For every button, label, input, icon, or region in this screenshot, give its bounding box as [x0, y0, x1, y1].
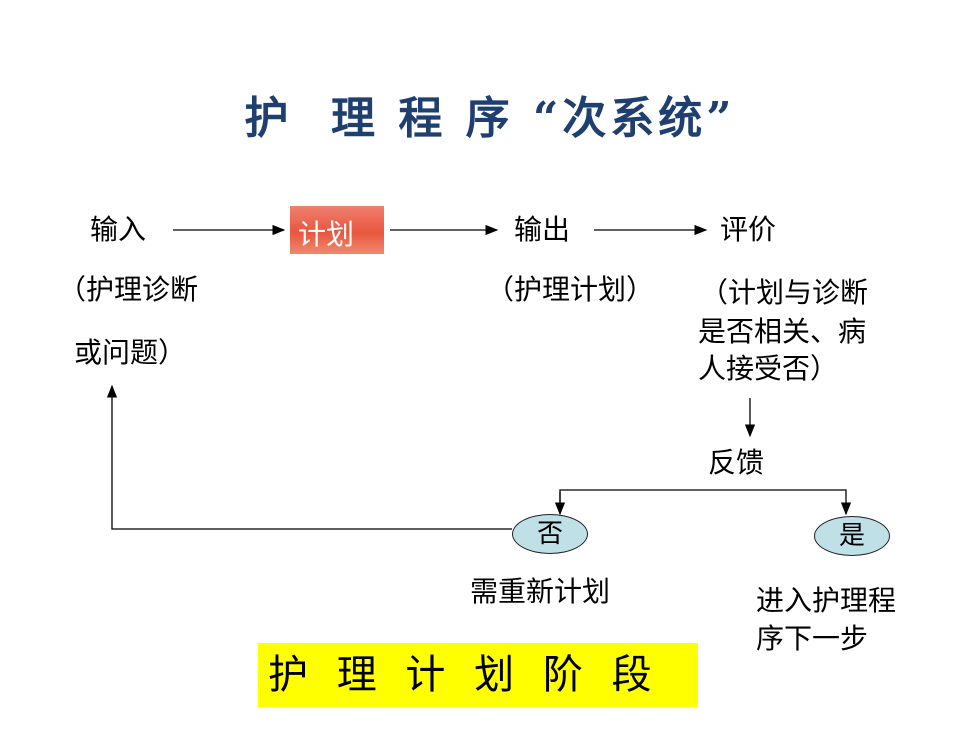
branch-no-desc: 需重新计划 — [470, 575, 611, 608]
feedback-split-line — [559, 489, 852, 516]
node-input: 输入 — [90, 213, 147, 246]
feedback-label: 反馈 — [708, 446, 765, 479]
note-input-line2: 或问题） — [74, 336, 187, 369]
node-plan-box — [290, 206, 384, 254]
branch-no-oval: 否 — [512, 514, 588, 554]
note-output: （护理计划） — [486, 273, 655, 306]
branch-yes-label: 是 — [838, 521, 865, 551]
note-input-line1: （护理诊断 — [58, 273, 199, 306]
note-evaluate-line2: 是否相关、病 — [698, 315, 867, 348]
node-evaluate: 评价 — [720, 213, 777, 246]
branch-yes-desc-line2: 序下一步 — [756, 622, 869, 655]
note-evaluate-line1: （计划与诊断 — [700, 276, 869, 309]
page-title: 护 理 程 序 “次系统” — [244, 93, 736, 144]
branch-yes-oval: 是 — [814, 516, 890, 556]
node-plan: 计划 — [298, 218, 355, 251]
branch-yes-desc-line1: 进入护理程 — [756, 584, 897, 617]
node-output: 输出 — [514, 213, 571, 246]
branch-no-label: 否 — [536, 519, 563, 549]
note-evaluate-line3: 人接受否） — [698, 352, 839, 385]
stage-banner: 护 理 计 划 阶 段 — [258, 643, 698, 707]
arrow-no-back-to-input — [106, 384, 512, 530]
